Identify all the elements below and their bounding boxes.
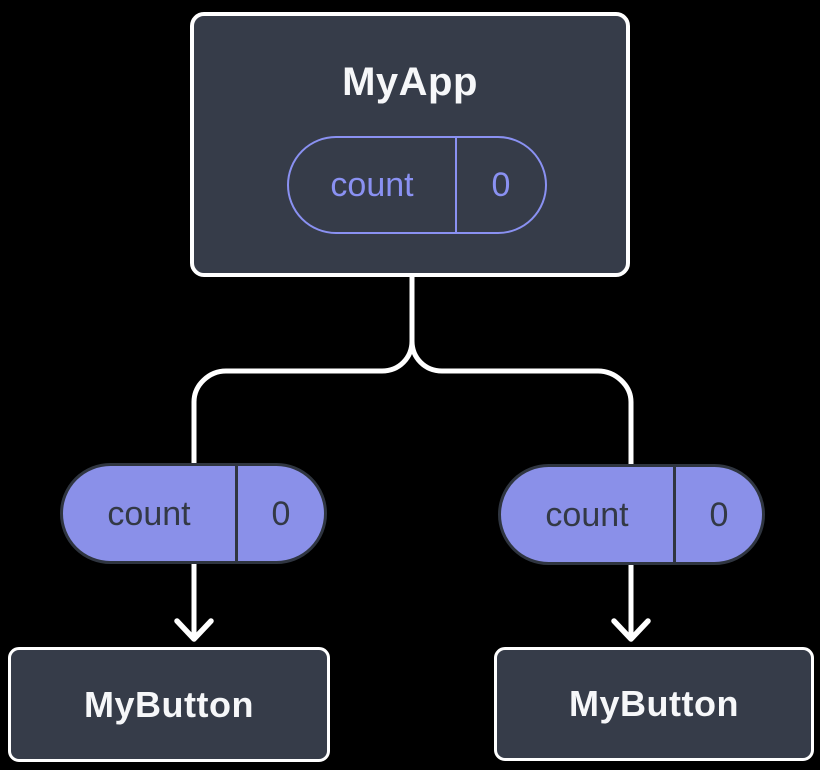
prop-value-label: 0 — [235, 466, 324, 561]
state-value-label: 0 — [455, 138, 545, 232]
myapp-title: MyApp — [342, 60, 478, 104]
right-arrowhead-icon — [611, 618, 651, 642]
mybutton-title: MyButton — [569, 683, 739, 724]
mybutton-title: MyButton — [84, 683, 254, 725]
right-prop-pill: count 0 — [498, 464, 765, 565]
right-branch-connector — [409, 338, 634, 473]
right-mybutton-node: MyButton — [494, 647, 814, 761]
left-arrowhead-icon — [174, 618, 214, 642]
myapp-node: MyApp count 0 — [190, 12, 630, 277]
prop-name-label: count — [107, 494, 191, 533]
myapp-state-pill: count 0 — [287, 136, 547, 234]
left-mybutton-node: MyButton — [8, 647, 330, 762]
prop-name-label: count — [545, 495, 629, 534]
prop-value-label: 0 — [673, 467, 762, 562]
state-name-label: count — [330, 166, 414, 204]
left-prop-pill: count 0 — [60, 463, 327, 564]
left-branch-connector — [191, 338, 415, 473]
